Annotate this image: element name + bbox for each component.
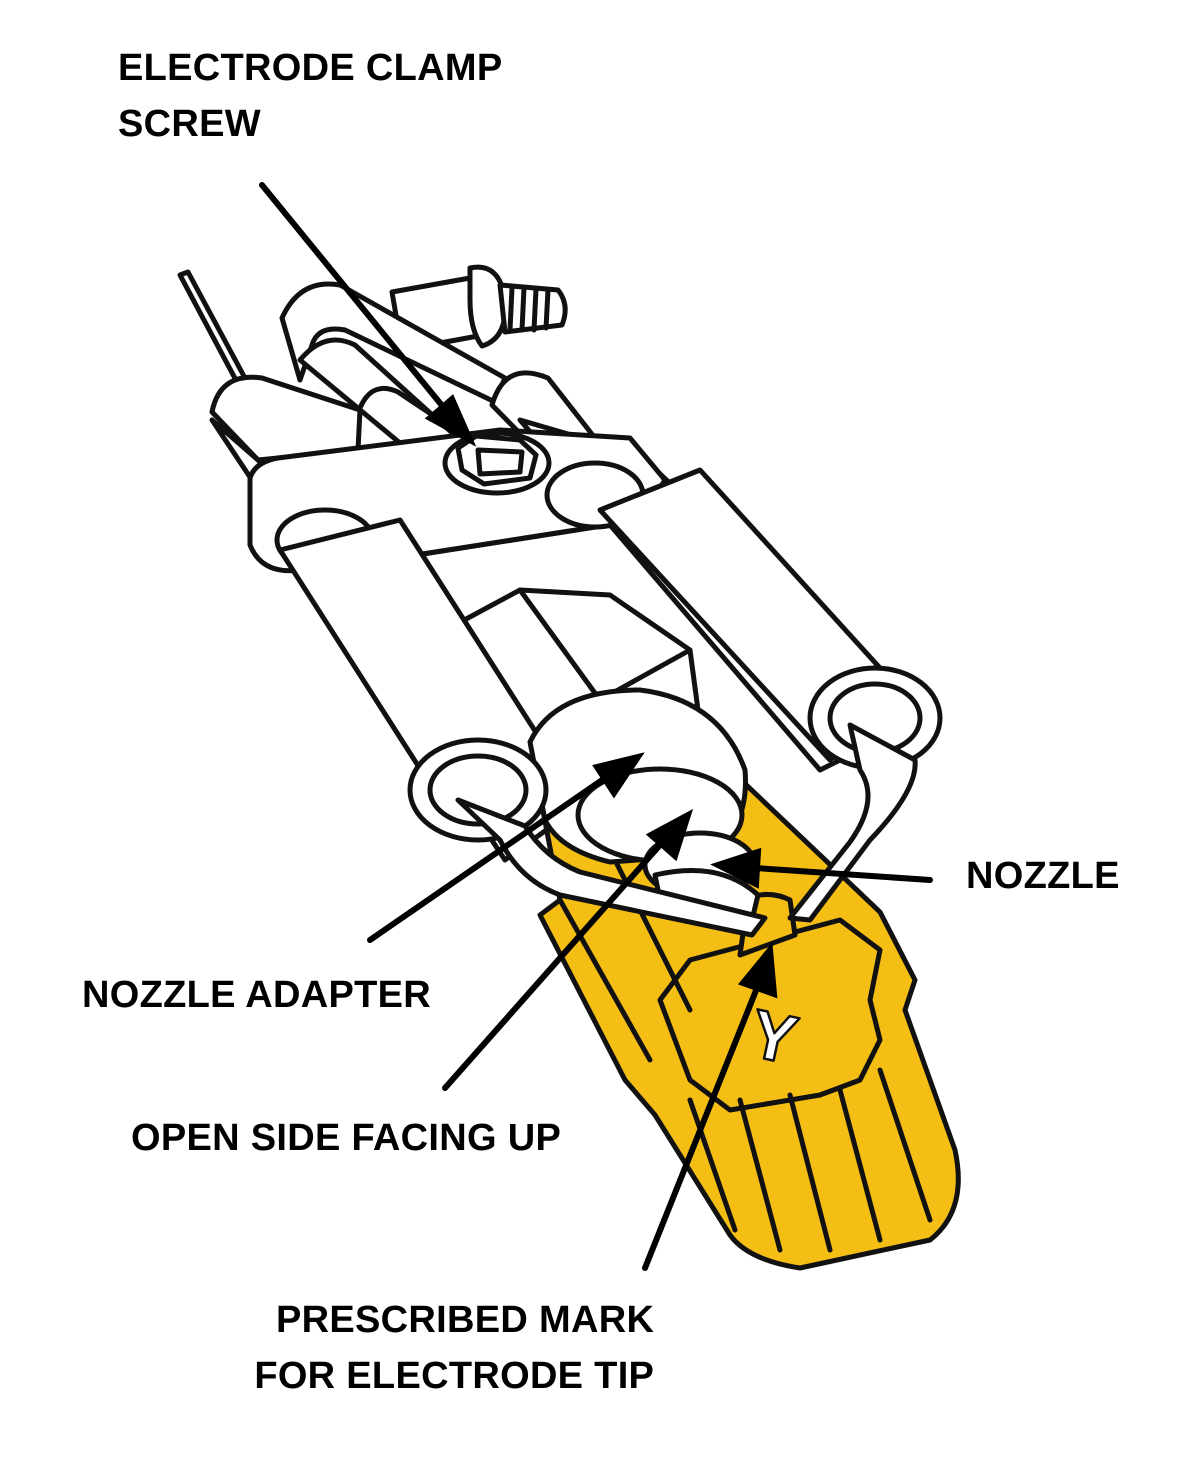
leader-nozzle-adapter [367,752,645,943]
leader-clamp-screw [259,182,477,447]
leader-open-side [442,808,694,1091]
leader-nozzle [710,847,933,889]
label-prescribed-mark: PRESCRIBED MARK FOR ELECTRODE TIP [254,1292,654,1404]
electrode-clamp-screw [442,430,552,496]
label-nozzle-adapter: NOZZLE ADAPTER [82,974,432,1016]
label-electrode-clamp-screw-line2: SCREW [118,103,261,145]
electrode-rods [455,722,918,938]
label-prescribed-mark-line1: PRESCRIBED MARK [276,1299,655,1341]
label-open-side-facing-up: OPEN SIDE FACING UP [131,1117,562,1159]
label-nozzle: NOZZLE [966,855,1120,897]
leader-prescribed-mark [642,942,778,1271]
left-wire [177,269,249,387]
left-tube-end [407,737,549,843]
label-prescribed-mark-line2: FOR ELECTRODE TIP [254,1355,655,1397]
label-electrode-clamp-screw: ELECTRODE CLAMP SCREW [118,40,503,152]
label-electrode-clamp-screw-line1: ELECTRODE CLAMP [118,47,503,89]
